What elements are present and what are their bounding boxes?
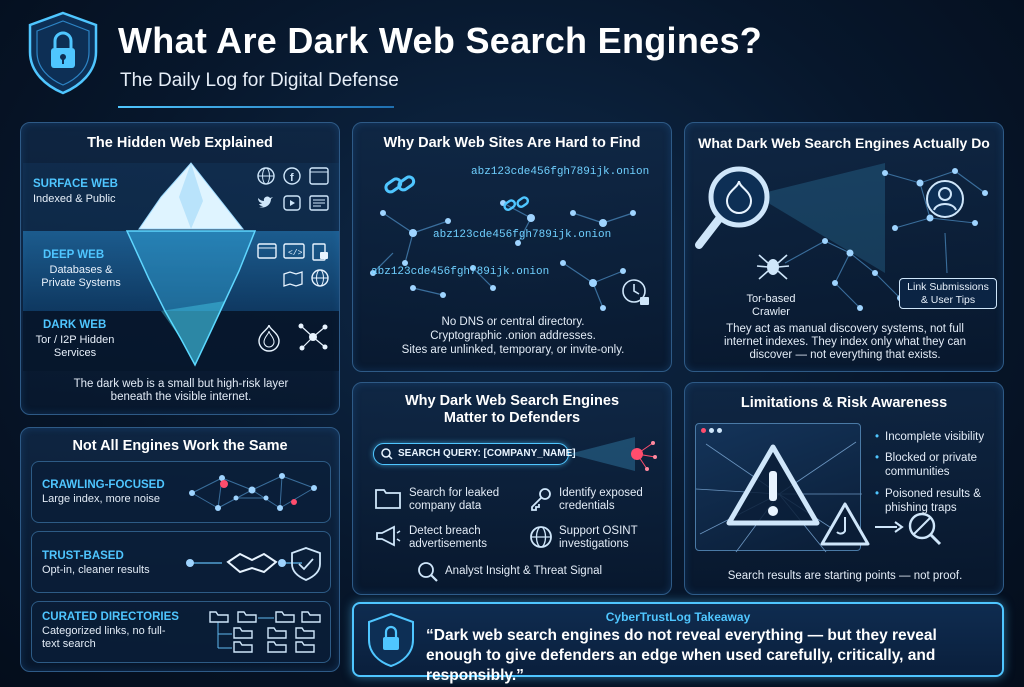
- news-page-icon: [309, 195, 329, 211]
- takeaway-label: CyberTrustLog Takeaway: [605, 610, 751, 624]
- hard-to-find-line-2: Cryptographic .onion addresses.: [430, 330, 596, 342]
- what-do-title: What Dark Web Search Engines Actually Do: [698, 135, 990, 151]
- hidden-web-title: The Hidden Web Explained: [87, 135, 273, 151]
- svg-text:</>: </>: [288, 249, 303, 258]
- limitations-title: Limitations & Risk Awareness: [740, 395, 948, 411]
- feature-breach-ads: Detect breach advertisements: [409, 525, 487, 550]
- folder-icon: [375, 489, 401, 509]
- what-do-panel: What Dark Web Search Engines Actually Do…: [684, 122, 1004, 372]
- hard-to-find-panel: Why Dark Web Sites Are Hard to Find abz1…: [352, 122, 672, 372]
- hidden-web-panel: The Hidden Web Explained SURFACE WEB Ind…: [20, 122, 340, 415]
- deep-web-label: DEEP WEB: [43, 249, 105, 261]
- insight-magnifier-icon: [418, 562, 438, 582]
- onion-icon: [258, 324, 280, 352]
- header-divider: [118, 106, 394, 108]
- megaphone-icon: [376, 525, 401, 547]
- map-icon: [283, 271, 303, 287]
- engines-panel: Not All Engines Work the Same CRAWLING-F…: [20, 427, 340, 672]
- twitter-icon: [258, 196, 273, 208]
- takeaway-quote: “Dark web search engines do not reveal e…: [426, 627, 937, 684]
- engine-type-desc: Opt-in, cleaner results: [42, 564, 150, 576]
- limitation-bullet: Blocked or private communities: [875, 451, 995, 479]
- engine-type-trust: TRUST-BASED Opt-in, cleaner results: [31, 531, 331, 593]
- engine-type-name: TRUST-BASED: [42, 550, 124, 562]
- hard-to-find-line-1: No DNS or central directory.: [441, 316, 585, 328]
- crawler-network-graphic: [755, 163, 988, 311]
- svg-text:f: f: [290, 172, 294, 184]
- handshake-trust-icon: [186, 547, 321, 581]
- globe-icon: [530, 526, 552, 548]
- dark-web-desc: Tor / I2P Hidden Services: [35, 334, 115, 359]
- hard-to-find-line-3: Sites are unlinked, temporary, or invite…: [401, 344, 625, 356]
- spider-crawler-icon: [756, 254, 790, 280]
- what-do-caption: They act as manual discovery systems, no…: [723, 323, 967, 361]
- fragmented-network-graphic: [370, 200, 636, 311]
- dark-band: [23, 311, 339, 371]
- shield-lock-logo: [28, 11, 98, 95]
- dark-web-label: DARK WEB: [43, 319, 107, 331]
- video-play-icon: [283, 195, 301, 211]
- globe-icon: [257, 167, 275, 185]
- hidden-web-caption: The dark web is a small but high-risk la…: [73, 378, 289, 403]
- defenders-title: Why Dark Web Search Engines Matter to De…: [404, 393, 620, 426]
- arrow-right-icon: [875, 521, 904, 533]
- engine-type-name: CURATED DIRECTORIES: [42, 611, 179, 623]
- page-title: What Are Dark Web Search Engines?: [118, 20, 763, 61]
- folder-tree-icon: [209, 611, 321, 653]
- engine-type-desc: Categorized links, no full-text search: [42, 625, 166, 650]
- page-subtitle: The Daily Log for Digital Defense: [120, 70, 399, 91]
- magnifier-onion-icon: [695, 166, 770, 249]
- engine-type-crawling: CRAWLING-FOCUSED Large index, more noise: [31, 461, 331, 523]
- analyst-insight-label: Analyst Insight & Threat Signal: [445, 565, 603, 577]
- feature-credentials: Identify exposed credentials: [559, 487, 643, 512]
- hard-to-find-title: Why Dark Web Sites Are Hard to Find: [383, 135, 641, 151]
- phishing-hook-warning-icon: [820, 502, 870, 546]
- iceberg-illustration: [125, 162, 257, 367]
- blocked-search-icon: [908, 512, 942, 546]
- crawler-label: Tor-based Crawler: [746, 293, 796, 318]
- engine-type-name: CRAWLING-FOCUSED: [42, 479, 165, 491]
- engine-type-curated: CURATED DIRECTORIES Categorized links, n…: [31, 601, 331, 663]
- dense-network-icon: [189, 473, 317, 511]
- onion-address-1: abz123cde456fgh789ijk.onion: [471, 166, 650, 178]
- warning-triangle-icon: [726, 444, 820, 526]
- surface-web-desc: Indexed & Public: [33, 193, 116, 205]
- network-node-icon: [298, 323, 328, 351]
- limitations-panel: Limitations & Risk Awareness Incomplete …: [684, 382, 1004, 595]
- defenders-panel: Why Dark Web Search Engines Matter to De…: [352, 382, 672, 595]
- search-query-text: SEARCH QUERY: [COMPANY_NAME]: [398, 448, 576, 459]
- facebook-icon: f: [283, 167, 301, 185]
- locked-document-icon: [312, 243, 328, 261]
- window-icon: [257, 243, 277, 259]
- onion-address-2: abz123cde456fgh789ijk.onion: [433, 229, 612, 241]
- code-window-icon: </>: [283, 243, 305, 259]
- feature-leaked-data: Search for leaked company data: [409, 487, 500, 512]
- surface-web-label: SURFACE WEB: [33, 178, 118, 190]
- search-query-box: SEARCH QUERY: [COMPANY_NAME]: [373, 443, 576, 465]
- limitation-bullet: Incomplete visibility: [875, 430, 995, 444]
- globe-icon-2: [311, 269, 329, 287]
- engine-type-desc: Large index, more noise: [42, 493, 161, 505]
- clock-lock-icon: [622, 279, 649, 305]
- browser-window-icon: [309, 167, 329, 185]
- engines-title: Not All Engines Work the Same: [72, 438, 288, 454]
- key-icon: [531, 488, 551, 511]
- user-avatar-icon: [926, 180, 964, 218]
- chain-link-icon: [384, 175, 416, 194]
- deep-web-desc: Databases & Private Systems: [41, 264, 121, 289]
- limitations-caption: Search results are starting points — not…: [727, 570, 963, 582]
- signal-beam-graphic: [569, 437, 657, 471]
- shield-lock-badge-icon: [368, 612, 414, 668]
- feature-osint: Support OSINT investigations: [559, 525, 638, 550]
- search-icon: [381, 448, 393, 460]
- submissions-label: Link Submissions & User Tips: [899, 278, 997, 309]
- takeaway-banner: CyberTrustLog Takeaway “Dark web search …: [352, 602, 1004, 684]
- onion-address-3: abz123cde456fgh789ijk.onion: [371, 266, 550, 278]
- limitation-bullet: Poisoned results & phishing traps: [875, 487, 995, 515]
- broken-link-icon: [503, 196, 530, 211]
